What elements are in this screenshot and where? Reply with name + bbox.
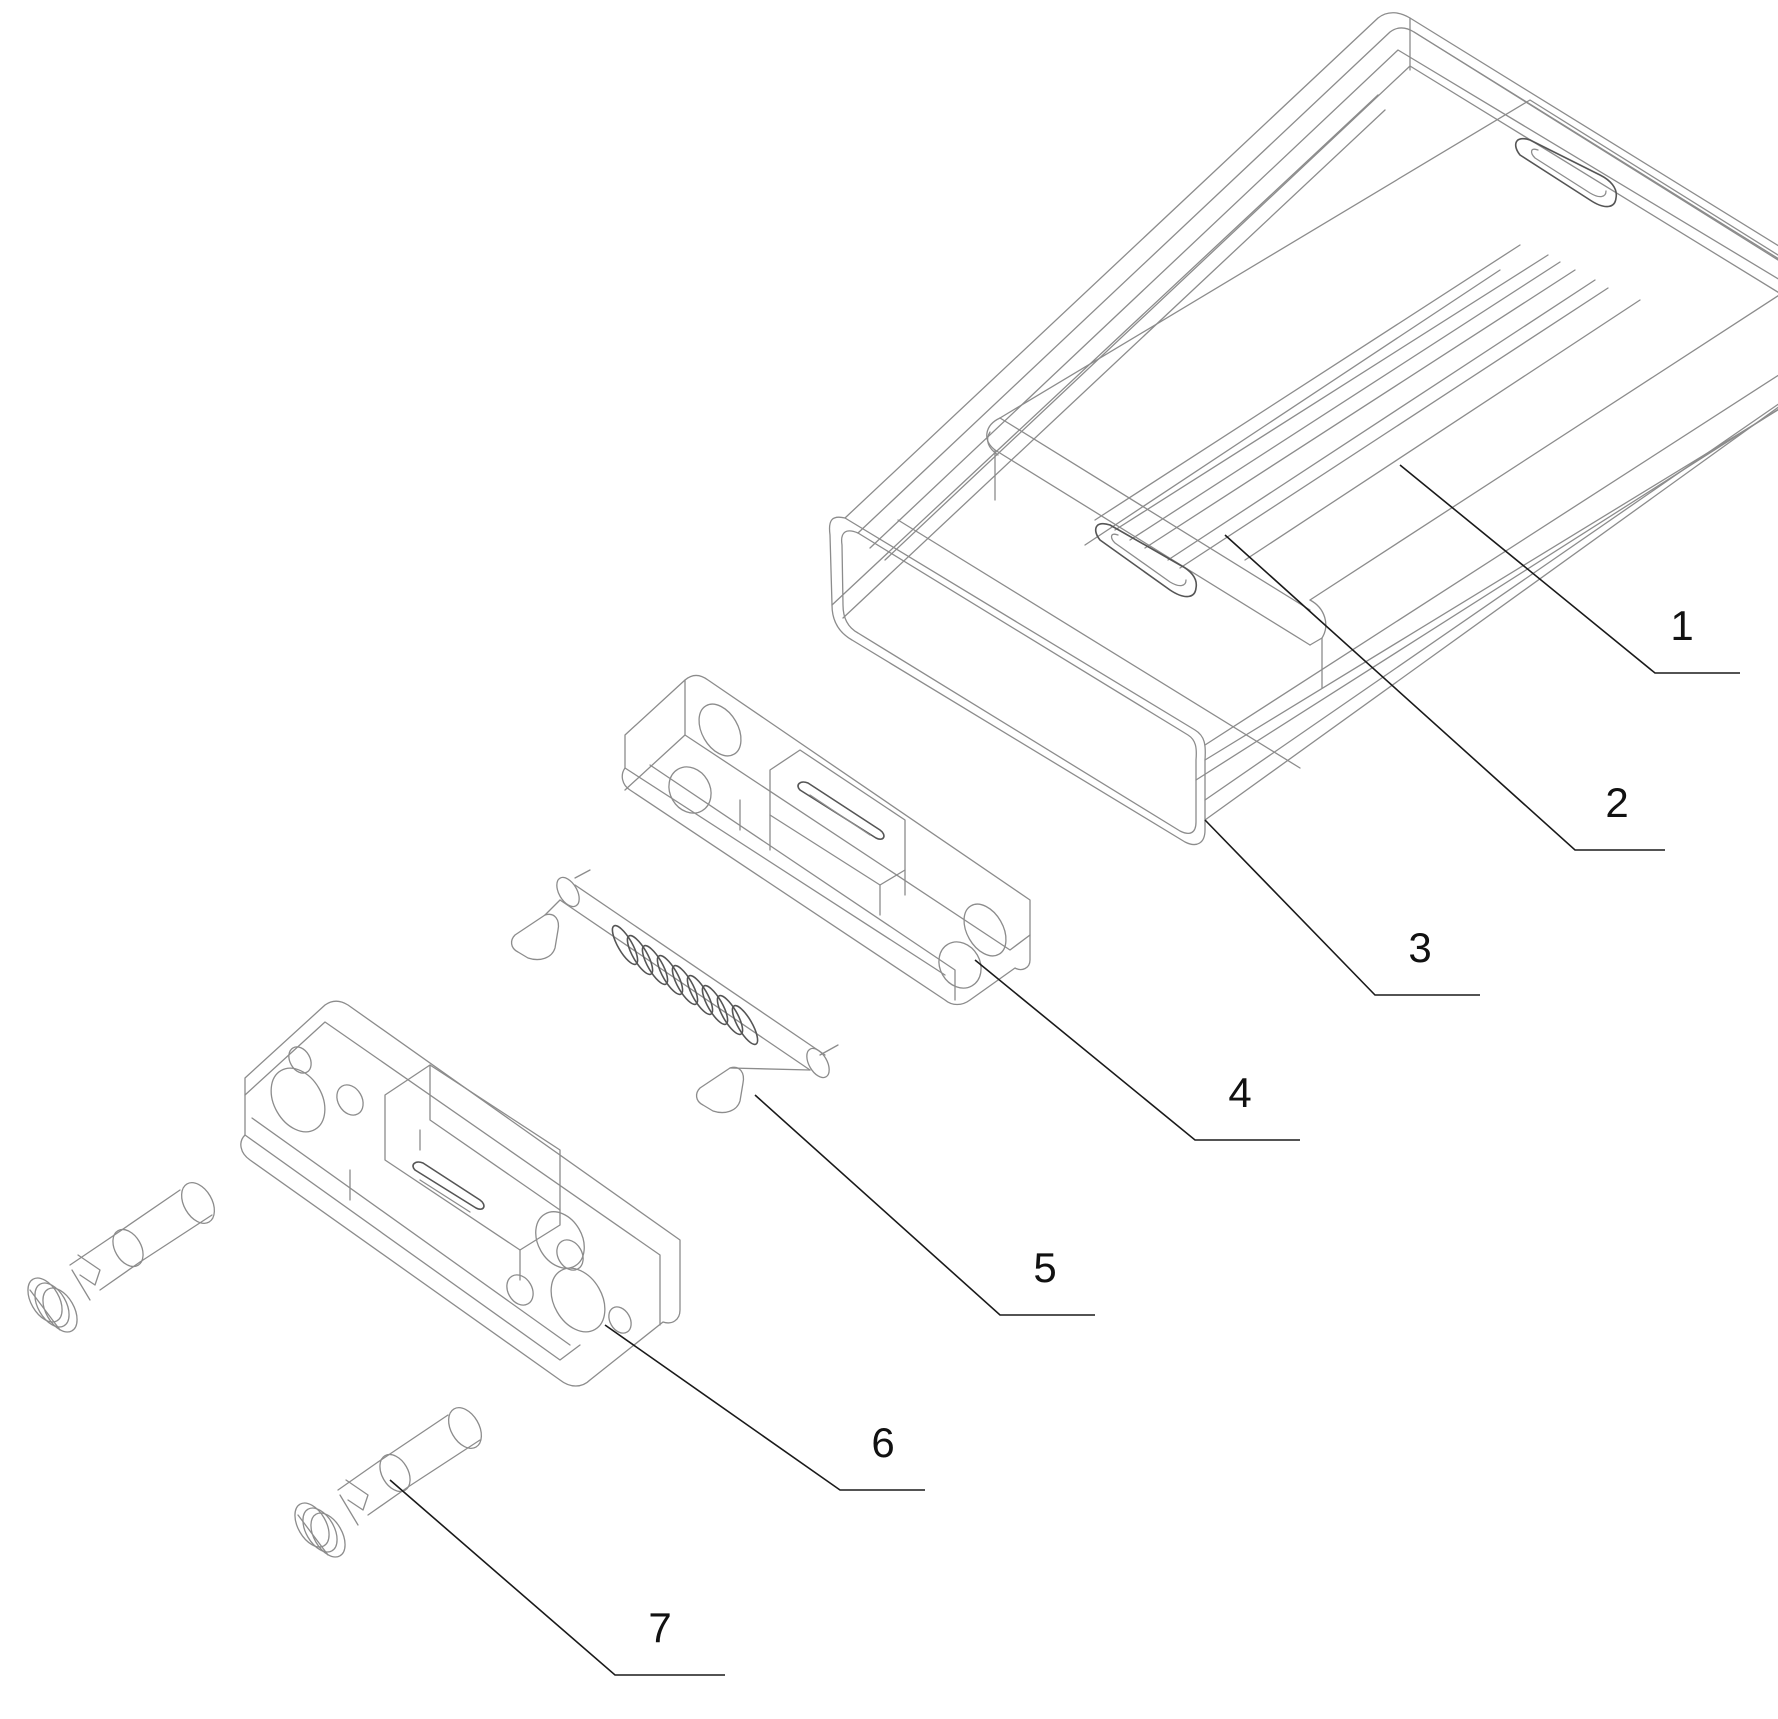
leader-3 [1204,819,1480,996]
leader-5 [754,1094,1095,1316]
callout-2: 2 [1605,779,1628,826]
leader-6 [604,1324,925,1491]
spring-coil [611,924,759,1046]
leader-2 [1224,534,1665,851]
callout-7: 7 [648,1604,671,1651]
part-7-pin-lower [294,1407,483,1558]
part-4-block [621,674,1031,1006]
part-5-spring-pin [510,869,839,1114]
callout-labels: 1 2 3 4 5 6 7 [648,602,1693,1651]
part-7-pin-upper [27,1182,216,1333]
part-1-housing [828,12,1778,846]
callout-5: 5 [1033,1244,1056,1291]
leader-lines [389,464,1740,1676]
callout-4: 4 [1228,1069,1251,1116]
leader-1 [1399,464,1740,674]
callout-1: 1 [1670,602,1693,649]
leader-4 [974,959,1300,1141]
part-6-block [240,1000,681,1387]
leader-7 [389,1479,725,1676]
callout-3: 3 [1408,924,1431,971]
callout-6: 6 [871,1419,894,1466]
